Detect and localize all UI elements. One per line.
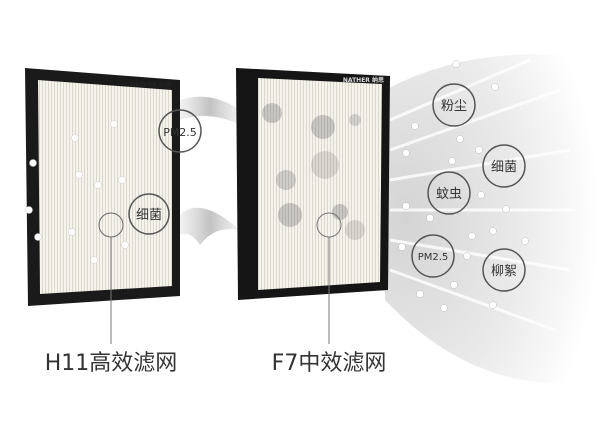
tag-bacteria: 细菌	[136, 208, 162, 223]
tag-circle	[411, 234, 455, 278]
tag-bacteria: 细菌	[491, 160, 517, 175]
f7-filter-label: F7中效滤网	[271, 351, 387, 376]
airflow-particles	[398, 60, 529, 312]
tag-circle	[482, 144, 526, 188]
h11-hepa-filter: NATHER 纳思	[25, 68, 180, 306]
tag-circle	[427, 171, 471, 215]
tag-circle	[432, 83, 476, 127]
smoke-trail	[180, 96, 240, 125]
brand-logo: NATHER 纳思	[343, 76, 384, 84]
tag-pm25: PM2.5	[163, 126, 197, 139]
tag-catkins: 柳絮	[491, 263, 517, 279]
tag-circle	[482, 248, 526, 292]
tag-pm25: PM2.5	[418, 252, 449, 263]
brand-logo: NATHER 纳思	[130, 81, 171, 89]
airflow-burst	[385, 54, 600, 384]
smoke-trail	[180, 207, 240, 245]
tag-circle	[158, 109, 202, 153]
tag-dust: 粉尘	[441, 99, 467, 114]
tag-circle	[128, 193, 170, 235]
captured-dust	[262, 103, 365, 240]
airflow-streaks	[389, 58, 575, 332]
particles	[25, 120, 129, 264]
f7-medium-filter: NATHER 纳思	[236, 68, 390, 300]
h11-filter-label: H11高效滤网	[44, 351, 178, 376]
tag-insects: 蚊虫	[436, 187, 462, 202]
